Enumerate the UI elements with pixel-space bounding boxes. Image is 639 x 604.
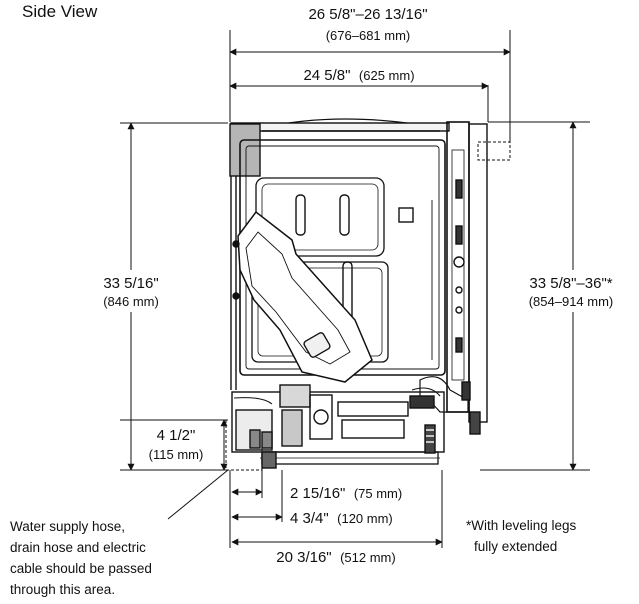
pass-width-large-imperial: 4 3/4" <box>290 510 329 527</box>
left-height-metric: (846 mm) <box>103 294 159 309</box>
svg-text:24 5/8" (625 mm): 24 5/8" (625 mm) <box>303 67 414 84</box>
overall-depth-imperial: 26 5/8"–26 13/16" <box>308 6 427 23</box>
svg-text:through this area.: through this area. <box>10 582 115 597</box>
svg-text:drain hose and electric: drain hose and electric <box>10 540 146 555</box>
svg-text:Water supply hose,: Water supply hose, <box>10 519 125 534</box>
svg-text:2 15/16" (75 mm): 2 15/16" (75 mm) <box>290 485 402 502</box>
right-height-imperial: 33 5/8"–36"* <box>529 275 612 292</box>
overall-depth-metric: (676–681 mm) <box>326 28 411 43</box>
base-depth-imperial: 20 3/16" <box>276 549 331 566</box>
page-title: Side View <box>22 2 98 21</box>
rear-panel <box>229 123 261 177</box>
svg-text:4 3/4" (120 mm): 4 3/4" (120 mm) <box>290 510 393 527</box>
pass-width-small-metric: (75 mm) <box>354 486 402 501</box>
pass-height-imperial: 4 1/2" <box>157 427 196 444</box>
hose-note: Water supply hose, drain hose and electr… <box>10 519 152 597</box>
pass-width-small-imperial: 2 15/16" <box>290 485 345 502</box>
dishwasher-body <box>225 118 511 471</box>
svg-text:*With leveling legs: *With leveling legs <box>466 518 577 533</box>
svg-text:20 3/16" (512 mm): 20 3/16" (512 mm) <box>276 549 395 566</box>
svg-text:cable should be passed: cable should be passed <box>10 561 152 576</box>
pass-width-large-metric: (120 mm) <box>337 511 393 526</box>
pass-height-metric: (115 mm) <box>149 447 204 462</box>
base-depth-metric: (512 mm) <box>340 550 396 565</box>
left-height-imperial: 33 5/16" <box>103 275 158 292</box>
cabinet-depth-metric: (625 mm) <box>359 68 415 83</box>
right-height-metric: (854–914 mm) <box>529 294 614 309</box>
svg-text:fully extended: fully extended <box>474 539 557 554</box>
legs-note: *With leveling legs fully extended <box>466 518 577 554</box>
dimension-labels: 26 5/8"–26 13/16" (676–681 mm) 24 5/8" (… <box>103 6 613 566</box>
cabinet-depth-imperial: 24 5/8" <box>303 67 350 84</box>
